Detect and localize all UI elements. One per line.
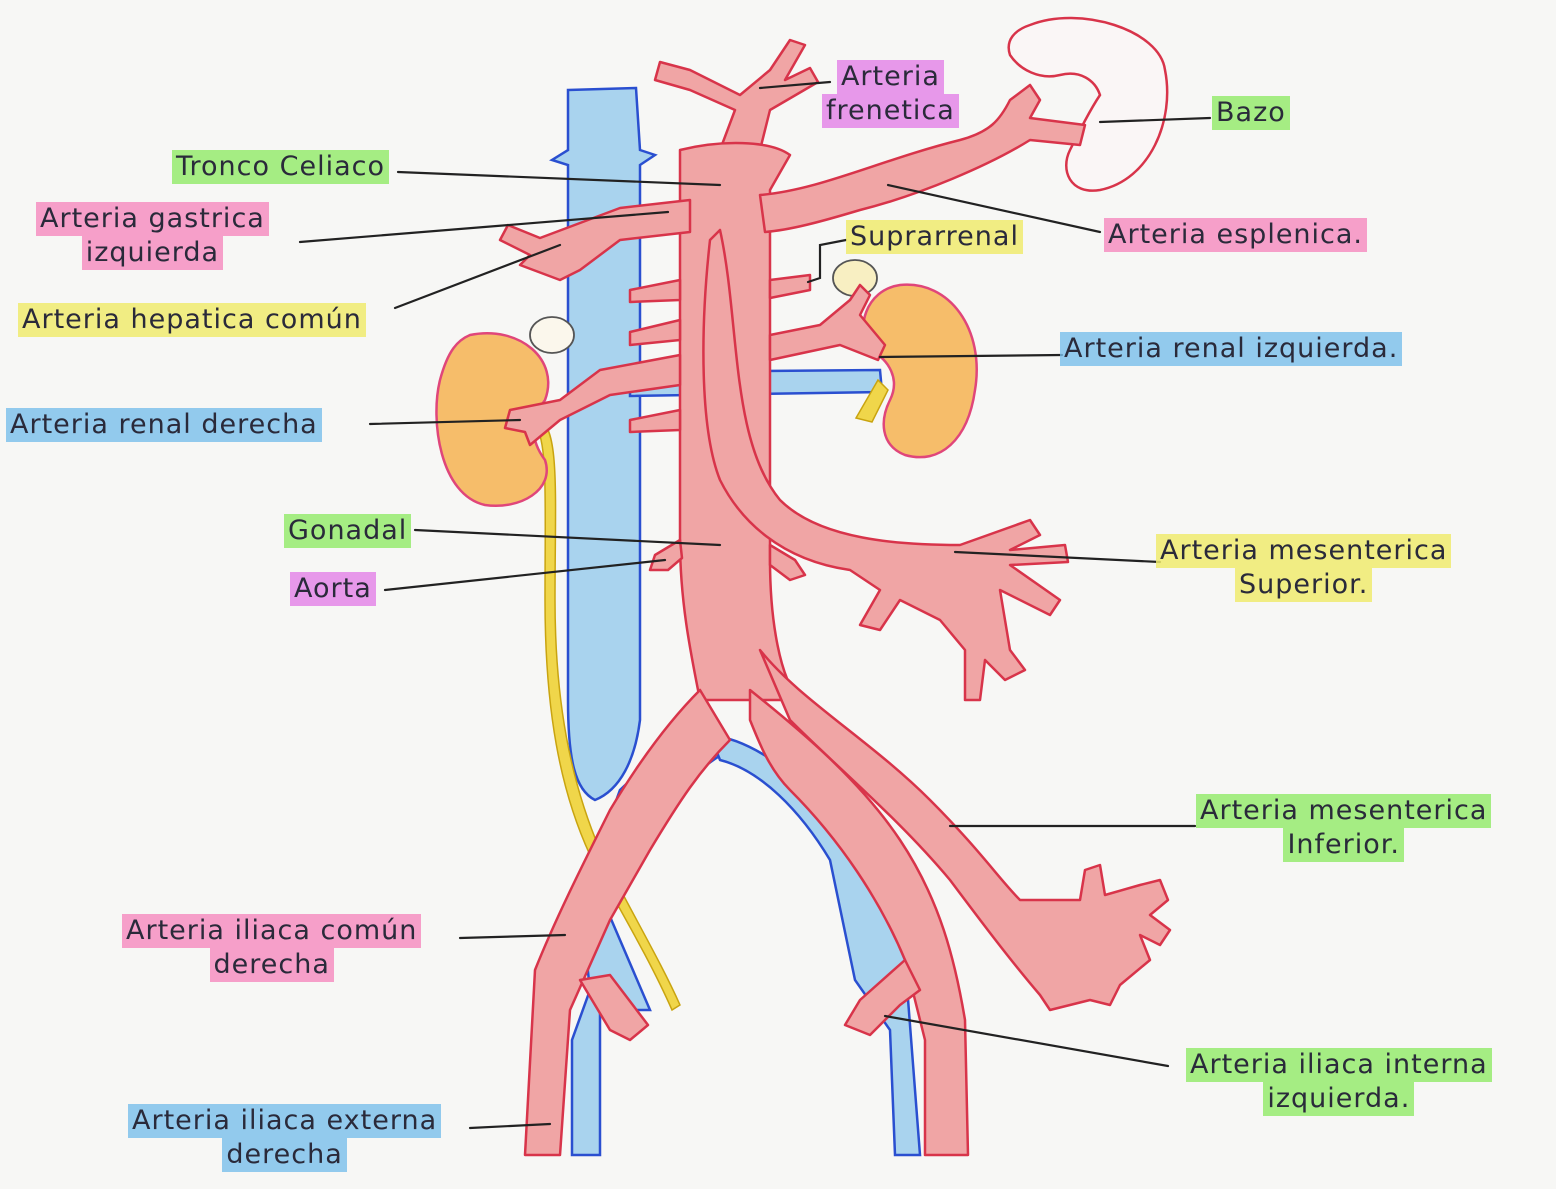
label-arteria-mesenterica-inferior: Arteria mesenterica Inferior.: [1196, 794, 1491, 862]
label-tronco-celiaco: Tronco Celiaco: [172, 150, 389, 184]
label-aorta: Aorta: [290, 572, 376, 606]
right-adrenal: [530, 317, 574, 353]
label-arteria-gastrica-izquierda: Arteria gastrica izquierda: [36, 202, 269, 270]
phrenic-arteries: [655, 40, 818, 150]
label-bazo: Bazo: [1212, 96, 1290, 130]
label-gonadal: Gonadal: [284, 514, 411, 548]
left-renal-artery: [770, 285, 885, 360]
label-arteria-renal-derecha: Arteria renal derecha: [6, 408, 322, 442]
label-arteria-hepatica-comun: Arteria hepatica común: [18, 303, 366, 337]
label-arteria-frenetica: Arteria frenetica: [822, 60, 959, 128]
label-arteria-mesenterica-superior: Arteria mesenterica Superior.: [1156, 534, 1451, 602]
inferior-vena-cava: [552, 88, 655, 800]
label-arteria-iliaca-interna-izquierda: Arteria iliaca interna izquierda.: [1186, 1048, 1492, 1116]
label-arteria-renal-izquierda: Arteria renal izquierda.: [1060, 332, 1402, 366]
label-arteria-esplenica: Arteria esplenica.: [1104, 218, 1367, 252]
label-arteria-iliaca-comun-derecha: Arteria iliaca común derecha: [122, 914, 421, 982]
label-suprarrenal: Suprarrenal: [846, 220, 1023, 254]
label-arteria-iliaca-externa-derecha: Arteria iliaca externa derecha: [128, 1104, 441, 1172]
